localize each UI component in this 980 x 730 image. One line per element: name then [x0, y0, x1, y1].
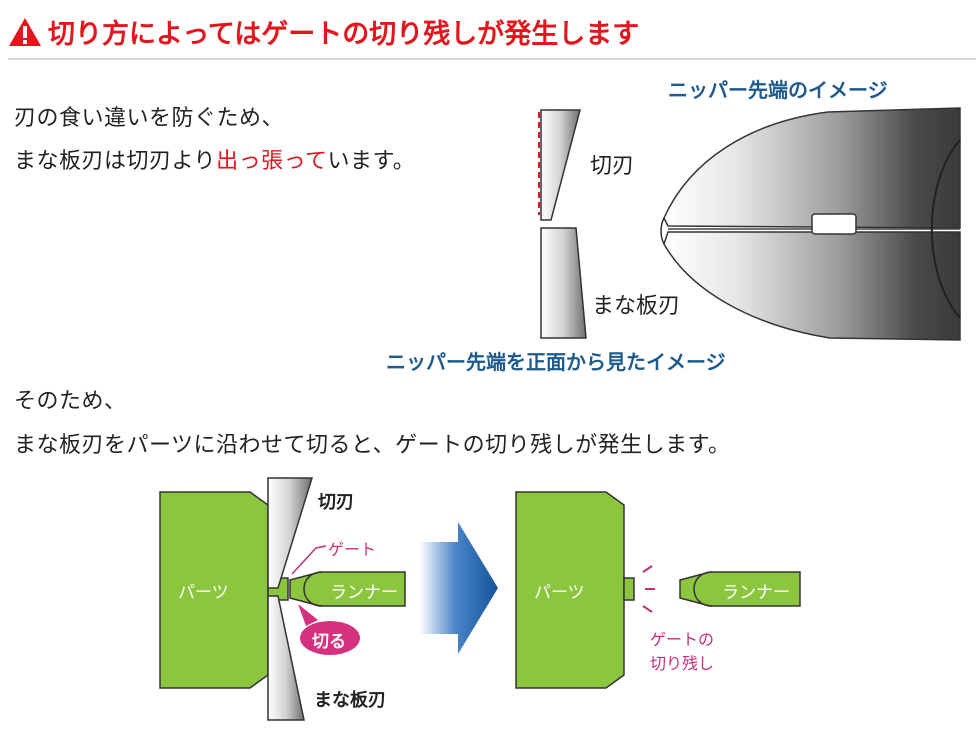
tip-caption: ニッパー先端のイメージ [668, 78, 888, 102]
explanation-line-2: まな板刃をパーツに沿わせて切ると、ゲートの切り残しが発生します。 [14, 433, 731, 458]
cutting-blade-label: 切刃 [590, 154, 635, 179]
gate-label: ゲート [328, 540, 377, 559]
intro-line-2-post: います。 [327, 149, 416, 174]
before-anvil-blade-label: まな板刃 [314, 690, 386, 711]
page-title: 切り方によってはゲートの切り残しが発生します [8, 12, 639, 51]
title-text: 切り方によってはゲートの切り残しが発生します [48, 19, 640, 50]
after-parts-label: パーツ [534, 583, 585, 603]
before-parts-label: パーツ [178, 583, 229, 603]
intro-highlight: 出っ張って [216, 149, 328, 174]
explanation-line-1: そのため、 [14, 389, 127, 414]
before-cutting-blade-label: 切刃 [318, 492, 354, 513]
cut-badge: 切る [312, 632, 346, 652]
title-divider [8, 58, 976, 60]
after-runner-label: ランナー [722, 583, 790, 603]
leftover-label-line-1: ゲートの [650, 630, 715, 649]
warning-icon [9, 17, 41, 46]
intro-line-2: まな板刃は切刃より出っ張っています。 [14, 143, 415, 175]
before-runner-label: ランナー [330, 583, 398, 603]
front-view-caption: ニッパー先端を正面から見たイメージ [386, 350, 726, 374]
intro-line-1: 刃の食い違いを防ぐため、 [14, 106, 285, 131]
leftover-label-line-2: 切り残し [650, 654, 715, 673]
anvil-blade-label: まな板刃 [592, 294, 681, 319]
intro-line-2-pre: まな板刃は切刃より [14, 149, 217, 174]
